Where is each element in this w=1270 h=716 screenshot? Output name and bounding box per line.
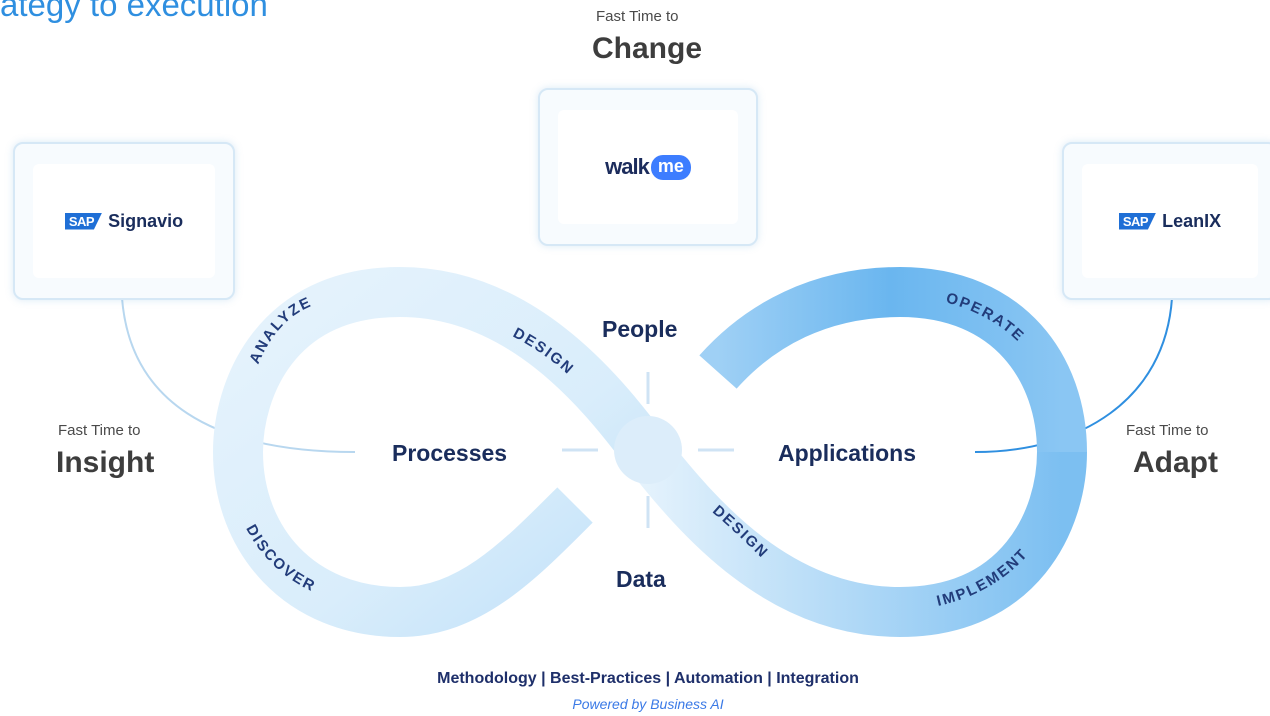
insight-caption: Fast Time to [58,422,141,439]
footer-methodology: Methodology | Best-Practices | Automatio… [437,670,859,687]
loop-left-band [212,266,665,638]
leanix-name: LeanIX [1162,210,1222,231]
connector-signavio [121,297,356,453]
adapt-heading: Adapt [1133,446,1218,479]
leanix-card[interactable]: SAP LeanIX [1062,142,1270,300]
signavio-logo: SAP Signavio [33,164,215,278]
people-label: People [602,316,678,342]
insight-heading: Insight [56,446,155,479]
processes-label: Processes [392,440,508,466]
sap-logo-icon: SAP [64,212,103,230]
loop-right-upper-band [699,266,1087,453]
change-caption: Fast Time to [596,8,679,25]
walkme-logo: walk me [558,110,738,224]
walkme-wordmark: walk [605,154,650,179]
loop-right-lower-band [625,434,1087,638]
center-hub [614,416,682,484]
leanix-logo: SAP LeanIX [1082,164,1258,278]
data-label: Data [616,566,666,592]
walkme-bubble: me [650,154,691,180]
walkme-card[interactable]: walk me [538,88,758,246]
applications-label: Applications [778,440,917,466]
signavio-card[interactable]: SAP Signavio [13,142,235,300]
footer-powered-by: Powered by Business AI [572,696,724,712]
connector-leanix [974,297,1173,453]
sap-logo-icon: SAP [1118,212,1157,230]
slide-title: ategy to execution [0,0,268,23]
change-heading: Change [592,32,703,65]
adapt-caption: Fast Time to [1126,422,1209,439]
signavio-name: Signavio [108,210,184,231]
